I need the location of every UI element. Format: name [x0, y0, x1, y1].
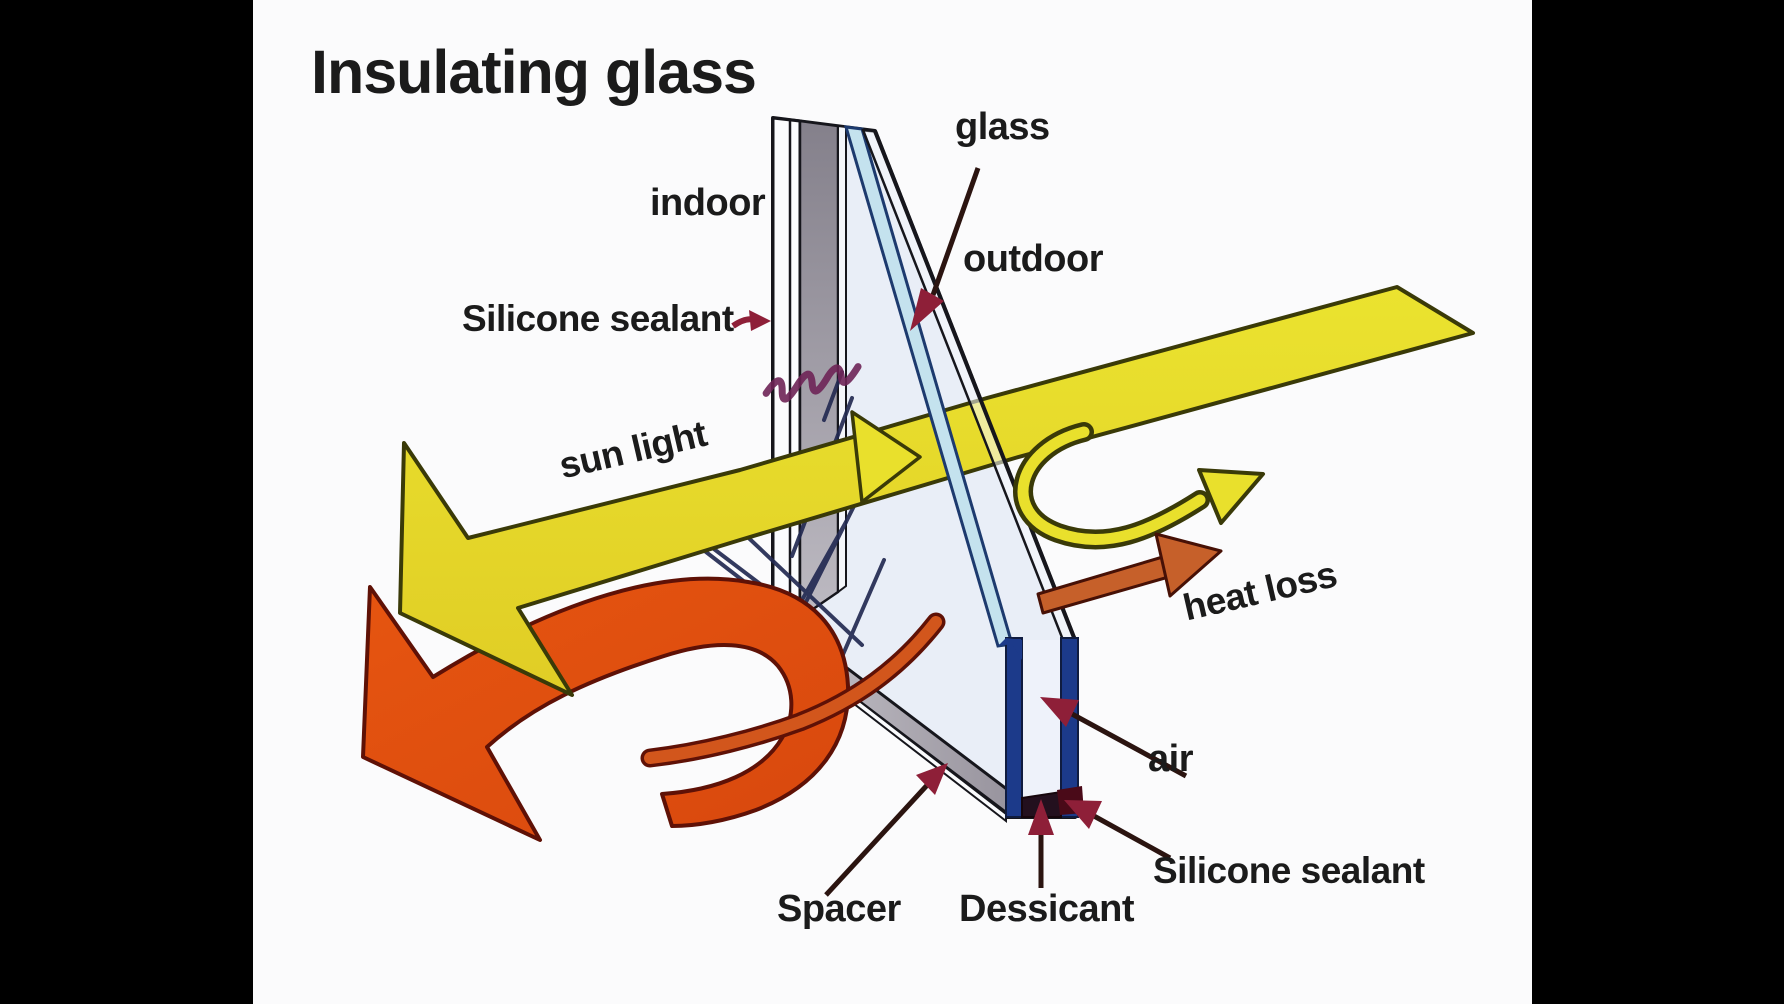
page-title: Insulating glass [311, 38, 757, 106]
air-pointer-arrow [1040, 697, 1188, 779]
heat-loss-arrow [1036, 532, 1223, 615]
pane-edge-bar-right [1060, 637, 1079, 818]
heat-loss-arrowhead [1154, 532, 1223, 598]
glass-pointer-arrow [910, 167, 981, 331]
heat-crescent [640, 612, 946, 768]
label-air: air [1148, 738, 1193, 780]
label-spacer: Spacer [777, 888, 901, 930]
outdoor-pane-outer-edge [873, 130, 1077, 641]
sealant-right-pointer-arrow [1064, 800, 1172, 861]
sealant-squiggle-icon [762, 363, 862, 403]
sealant-left-pointer-arrow [731, 310, 771, 331]
letterbox-left [0, 0, 253, 1004]
sunlight-gap-arrowhead [850, 410, 922, 504]
sunlight-reflect-arrow [1013, 422, 1265, 550]
letterbox-right [1532, 0, 1784, 1004]
pane-edge-bar-left [1005, 637, 1023, 818]
label-silicone-sealant-left: Silicone sealant [462, 298, 734, 339]
pane-bend-left [998, 638, 1022, 660]
label-glass: glass [955, 106, 1050, 148]
heat-reflect-arrow [361, 576, 851, 842]
air-gap-cross-section [1022, 640, 1061, 817]
label-dessicant: Dessicant [959, 888, 1135, 930]
label-silicone-sealant-right: Silicone sealant [1153, 850, 1425, 891]
spacer-pointer-arrow [824, 763, 948, 897]
label-indoor: indoor [650, 182, 766, 224]
dessicant-pointer-arrow [1028, 799, 1054, 888]
sunlight-reflect-arrowhead [1197, 468, 1265, 525]
label-outdoor: outdoor [963, 238, 1104, 280]
